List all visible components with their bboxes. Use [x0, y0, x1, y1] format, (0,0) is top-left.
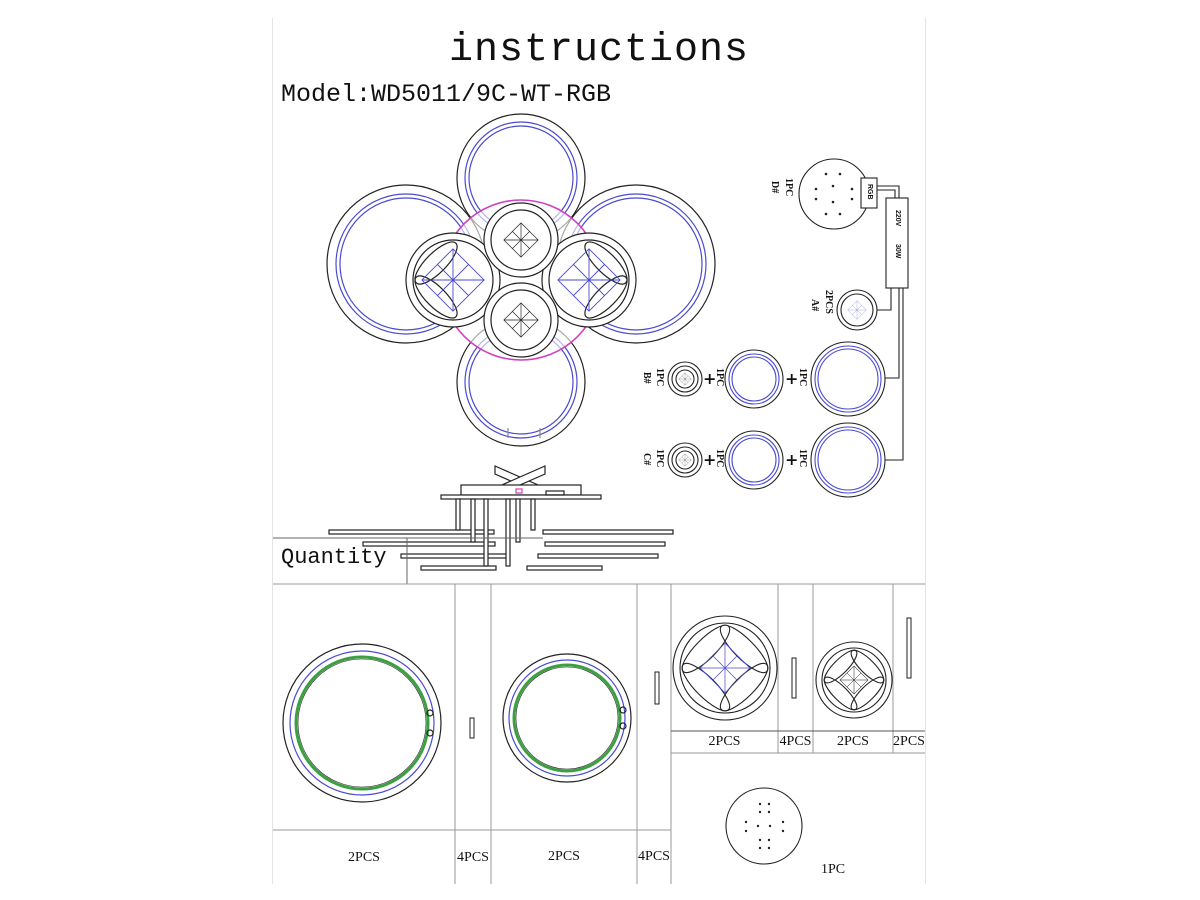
qty-medium-ring: 2PCS — [548, 849, 580, 864]
disc-b-wiring — [667, 361, 703, 397]
label-a-qty: 2PCS — [823, 290, 834, 314]
disc-a-wiring — [836, 289, 878, 331]
plus-sign: + — [785, 450, 799, 469]
disc-right — [541, 232, 637, 328]
quantity-header: Quantity — [281, 545, 387, 570]
disc-left — [405, 232, 501, 328]
top-view — [326, 113, 716, 447]
label-ring-b-medium-qty: 1PC — [714, 368, 725, 387]
ring-c-large — [810, 422, 886, 498]
dotted-disc-wiring — [798, 158, 870, 230]
part-rod-d — [906, 617, 912, 679]
qty-rod-d: 2PCS — [893, 734, 925, 749]
part-small-disc — [815, 641, 893, 719]
label-ring-b-large-qty: 1PC — [797, 368, 808, 387]
qty-rod-a: 4PCS — [457, 850, 489, 865]
label-b-id: B# — [641, 372, 652, 384]
part-dotted-disc — [725, 787, 803, 865]
ring-b-large — [810, 341, 886, 417]
led-driver-box — [885, 197, 909, 289]
disc-upper — [483, 202, 559, 278]
qty-small-disc: 2PCS — [837, 734, 869, 749]
assembly-drawing — [273, 113, 925, 884]
disc-lower — [483, 282, 559, 358]
plus-sign: + — [703, 369, 717, 388]
model-number: Model:WD5011/9C-WT-RGB — [281, 80, 612, 109]
part-rod-a — [469, 717, 475, 739]
qty-large-disc: 2PCS — [708, 734, 741, 749]
part-medium-ring — [502, 653, 632, 783]
part-rod-b — [654, 671, 660, 705]
qty-large-ring: 2PCS — [348, 850, 380, 865]
qty-rod-b: 4PCS — [638, 849, 670, 864]
label-ring-c-medium-qty: 1PC — [714, 449, 725, 468]
driver-power: 30W — [894, 244, 901, 259]
plus-sign: + — [785, 369, 799, 388]
label-d-id: D# — [769, 181, 780, 194]
label-b-qty: 1PC — [654, 368, 665, 387]
page-title: instructions — [448, 28, 750, 73]
plus-sign: + — [703, 450, 717, 469]
qty-dotted-disc: 1PC — [820, 862, 846, 877]
qty-rod-c: 4PCS — [779, 734, 812, 749]
label-c-qty: 1PC — [654, 449, 665, 468]
label-d-qty: 1PC — [783, 178, 794, 197]
instruction-sheet: instructions Model:WD5011/9C-WT-RGB — [272, 18, 926, 884]
part-large-disc — [672, 615, 778, 721]
wiring-diagram — [667, 158, 909, 498]
rgb-receiver-label: RGB — [866, 184, 873, 200]
part-large-ring — [282, 643, 442, 803]
disc-c-wiring — [667, 442, 703, 478]
side-view — [328, 428, 674, 571]
label-c-id: C# — [641, 453, 652, 466]
ring-b-medium — [724, 349, 784, 409]
driver-voltage: 220V — [894, 210, 901, 227]
ring-c-medium — [724, 430, 784, 490]
quantity-table-grid — [273, 537, 925, 884]
label-ring-c-large-qty: 1PC — [797, 449, 808, 468]
label-a-id: A# — [809, 299, 820, 312]
part-rod-c — [791, 657, 797, 699]
rgb-receiver-box — [860, 177, 878, 209]
